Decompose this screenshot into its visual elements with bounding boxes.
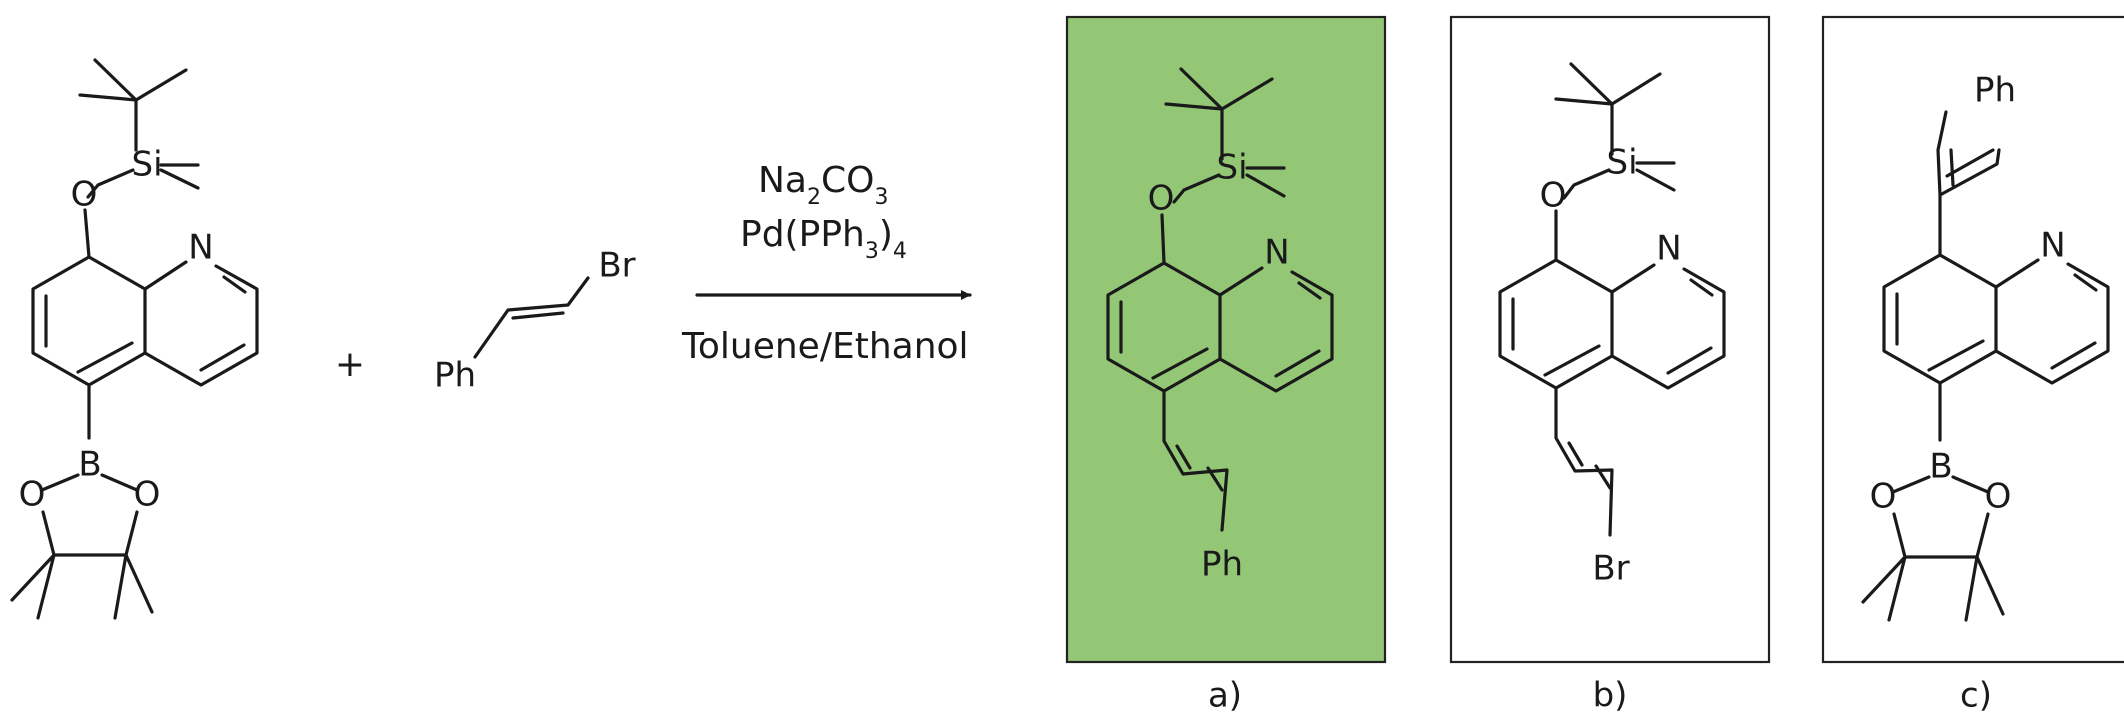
base-reagent: Na2CO3 bbox=[758, 160, 888, 210]
option-c-label[interactable]: c) bbox=[1960, 676, 1992, 713]
bond bbox=[83, 208, 91, 259]
option-box[interactable] bbox=[1821, 15, 2124, 664]
answer-option-c[interactable]: Ph N B O O bbox=[1821, 15, 2124, 664]
bond bbox=[1164, 67, 1286, 204]
silicon-atom-label: Si bbox=[1216, 148, 1247, 188]
bond bbox=[1162, 389, 1229, 532]
plus-sign: + bbox=[335, 344, 365, 385]
oxygen-atom-label: O bbox=[1985, 477, 2012, 517]
catalyst-reagent: Pd(PPh3)4 bbox=[740, 214, 907, 264]
option-a-label[interactable]: a) bbox=[1208, 676, 1242, 713]
oxygen-atom-label: O bbox=[19, 475, 46, 515]
bond bbox=[1891, 475, 1990, 559]
substituent-label: Br bbox=[1592, 549, 1629, 589]
nitrogen-atom-label: N bbox=[1656, 229, 1681, 269]
boron-atom-label: B bbox=[1929, 447, 1952, 487]
substituent-label: Ph bbox=[1201, 545, 1243, 585]
nitrogen-atom-label: N bbox=[1264, 233, 1289, 273]
oxygen-atom-label: O bbox=[1148, 179, 1175, 219]
bond bbox=[1160, 213, 1166, 265]
silicon-atom-label: Si bbox=[1606, 143, 1637, 183]
answer-option-b[interactable]: Si O N Br bbox=[1449, 15, 1771, 664]
bond bbox=[1994, 258, 2110, 385]
option-box[interactable] bbox=[1449, 15, 1771, 664]
bond bbox=[473, 276, 590, 359]
reaction-conditions: Na2CO3 Pd(PPh3)4 Toluene/Ethanol bbox=[681, 160, 972, 367]
bond bbox=[40, 473, 139, 557]
bond bbox=[31, 255, 147, 387]
bond bbox=[86, 163, 200, 199]
option-b-label[interactable]: b) bbox=[1593, 676, 1628, 713]
bond bbox=[1610, 263, 1726, 390]
phenyl-label: Ph bbox=[1974, 71, 2016, 111]
phenyl-label: Ph bbox=[434, 356, 476, 396]
reactant-quinoline-boronate: Si O N B O O bbox=[10, 58, 259, 620]
oxygen-atom-label: O bbox=[1870, 477, 1897, 517]
bond bbox=[1554, 62, 1676, 200]
answer-option-a[interactable]: Si O N Ph bbox=[1065, 15, 1387, 664]
boron-atom-label: B bbox=[78, 445, 101, 485]
bond bbox=[10, 553, 154, 620]
bond bbox=[143, 260, 259, 387]
oxygen-atom-label: O bbox=[1540, 176, 1567, 216]
nitrogen-atom-label: N bbox=[2040, 226, 2065, 266]
bond bbox=[1861, 555, 2005, 622]
reactant-bromostyrene: Ph Br bbox=[434, 246, 636, 396]
bromine-label: Br bbox=[598, 246, 635, 286]
nitrogen-atom-label: N bbox=[188, 228, 213, 268]
bond bbox=[78, 58, 188, 152]
solvent-label: Toluene/Ethanol bbox=[681, 326, 969, 367]
oxygen-atom-label: O bbox=[134, 475, 161, 515]
bond bbox=[1554, 386, 1614, 537]
oxygen-atom-label: O bbox=[71, 175, 98, 215]
silicon-atom-label: Si bbox=[131, 145, 162, 185]
bond bbox=[1218, 266, 1334, 393]
